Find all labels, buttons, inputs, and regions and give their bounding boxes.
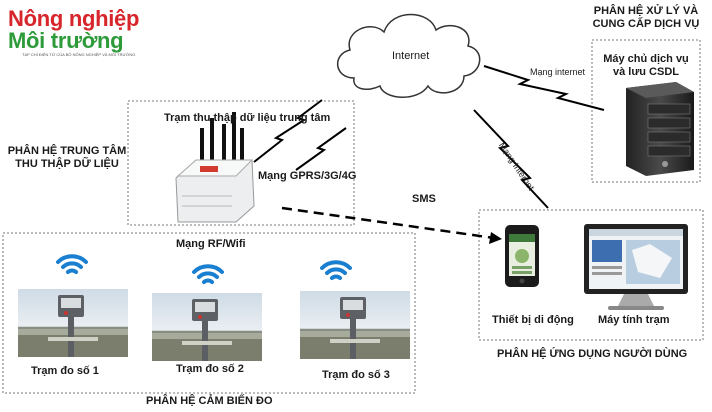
- internet-cloud-label: Internet: [392, 50, 430, 62]
- link-gprs-cloud: [253, 99, 323, 163]
- sms-arrow-head: [489, 232, 502, 244]
- sms-label: SMS: [412, 193, 436, 205]
- logo-line-2: Môi trường: [8, 28, 124, 53]
- central-subsystem-box: [127, 100, 355, 226]
- wifi-icon-station-3: [320, 260, 352, 280]
- service-subsystem-title: PHÂN HỆ XỬ LÝ VÀ CUNG CẤP DỊCH VỤ: [586, 5, 706, 31]
- link-cloud-user: [473, 109, 549, 209]
- desktop-monitor-icon: [584, 224, 688, 310]
- mobile-device-label: Thiết bị di động: [492, 314, 574, 326]
- user-subsystem-box: [478, 209, 704, 341]
- link-cloud-server: [483, 65, 605, 111]
- service-title-line-1: PHÂN HỆ XỬ LÝ VÀ: [593, 5, 699, 17]
- station-3-photo: [300, 291, 410, 359]
- gprs-label: Mạng GPRS/3G/4G: [258, 170, 357, 182]
- wifi-icon-station-2: [192, 264, 224, 284]
- sensor-subsystem-title: PHÂN HỆ CẢM BIẾN ĐO: [146, 395, 273, 407]
- station-2-photo: [152, 293, 262, 361]
- user-subsystem-title: PHÂN HỆ ỨNG DỤNG NGƯỜI DÙNG: [497, 348, 688, 360]
- central-title-line-2: THU THẬP DỮ LIỆU: [15, 158, 119, 170]
- rf-wifi-label: Mạng RF/Wifi: [176, 238, 246, 250]
- central-station-label: Trạm thu thập dữ liệu trung tâm: [164, 112, 331, 124]
- internet-cloud: [337, 13, 481, 98]
- sensor-subsystem-box: [2, 232, 416, 394]
- server-label: Máy chủ dịch vụ và lưu CSDL: [594, 53, 698, 79]
- mobile-phone-icon: [505, 225, 539, 287]
- brand-logo: Nông nghiệp Môi trường TẠP CHÍ ĐIỆN TỬ C…: [8, 8, 139, 58]
- server-label-line-1: Máy chủ dịch vụ: [603, 53, 689, 65]
- station-1-photo: [18, 289, 128, 357]
- service-title-line-2: CUNG CẤP DỊCH VỤ: [592, 18, 700, 30]
- logo-tagline: TẠP CHÍ ĐIỆN TỬ CỦA BỘ NÔNG NGHIỆP VÀ MÔ…: [22, 52, 136, 57]
- internet-link-label-1: Mạng internet: [530, 67, 586, 77]
- central-subsystem-title: PHÂN HỆ TRUNG TÂM THU THẬP DỮ LIỆU: [4, 145, 130, 171]
- station-2-label: Trạm đo số 2: [176, 363, 244, 375]
- sms-arrow-line: [281, 206, 495, 240]
- gateway-device-icon: [175, 112, 255, 223]
- station-1-label: Trạm đo số 1: [31, 365, 99, 377]
- server-label-line-2: và lưu CSDL: [612, 66, 680, 78]
- service-subsystem-box: [591, 39, 701, 183]
- station-3-label: Trạm đo số 3: [322, 369, 390, 381]
- pc-station-label: Máy tính trạm: [598, 314, 670, 326]
- server-icon: [626, 82, 694, 176]
- central-title-line-1: PHÂN HỆ TRUNG TÂM: [7, 145, 127, 157]
- link-gprs-cloud-2: [295, 127, 347, 171]
- wifi-icon-station-1: [56, 254, 88, 274]
- logo-line-1: Nông nghiệp: [8, 6, 140, 31]
